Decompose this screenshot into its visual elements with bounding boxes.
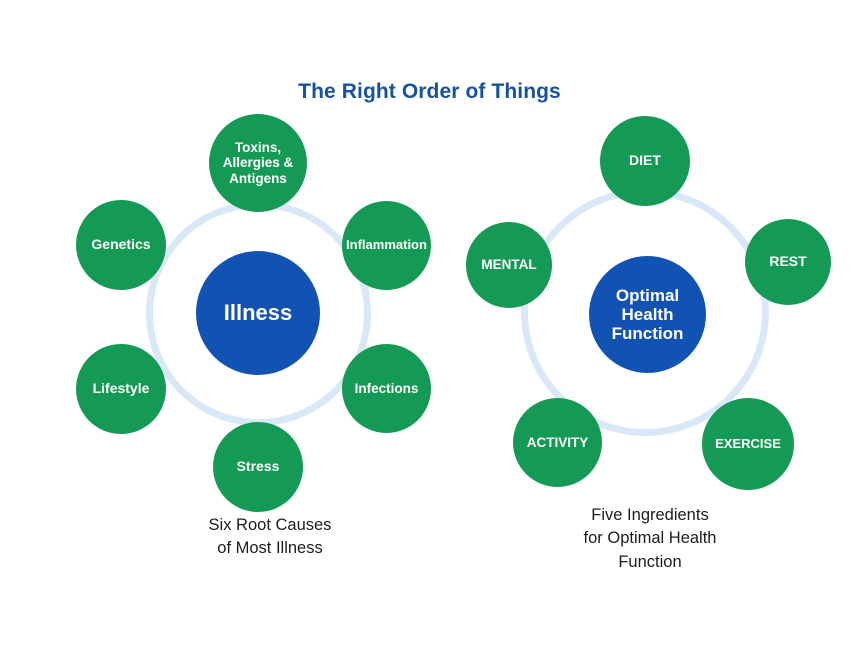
node-lifestyle[interactable]: Lifestyle [76, 344, 166, 434]
node-stress[interactable]: Stress [213, 422, 303, 512]
node-illness-center[interactable]: Illness [196, 251, 320, 375]
node-label: REST [769, 253, 807, 270]
node-label: ACTIVITY [526, 434, 589, 450]
node-label: Infections [354, 380, 419, 396]
node-exercise[interactable]: EXERCISE [702, 398, 794, 490]
node-rest[interactable]: REST [745, 219, 831, 305]
node-genetics[interactable]: Genetics [76, 200, 166, 290]
node-infections[interactable]: Infections [342, 344, 431, 433]
node-label: Genetics [91, 236, 151, 253]
node-label: Inflammation [346, 237, 427, 253]
node-label: Lifestyle [92, 380, 150, 397]
node-activity[interactable]: ACTIVITY [513, 398, 602, 487]
node-label: DIET [629, 152, 661, 169]
page-title: The Right Order of Things [298, 80, 561, 103]
node-inflammation[interactable]: Inflammation [342, 201, 431, 290]
node-label: Toxins,Allergies &Antigens [222, 140, 294, 186]
node-label: Illness [223, 299, 293, 325]
node-toxins-allergies-antigens[interactable]: Toxins,Allergies &Antigens [209, 114, 307, 212]
node-label: Stress [236, 458, 280, 475]
node-mental[interactable]: MENTAL [466, 222, 552, 308]
node-label: EXERCISE [715, 435, 781, 451]
node-label: MENTAL [481, 257, 537, 273]
node-diet[interactable]: DIET [600, 116, 690, 206]
